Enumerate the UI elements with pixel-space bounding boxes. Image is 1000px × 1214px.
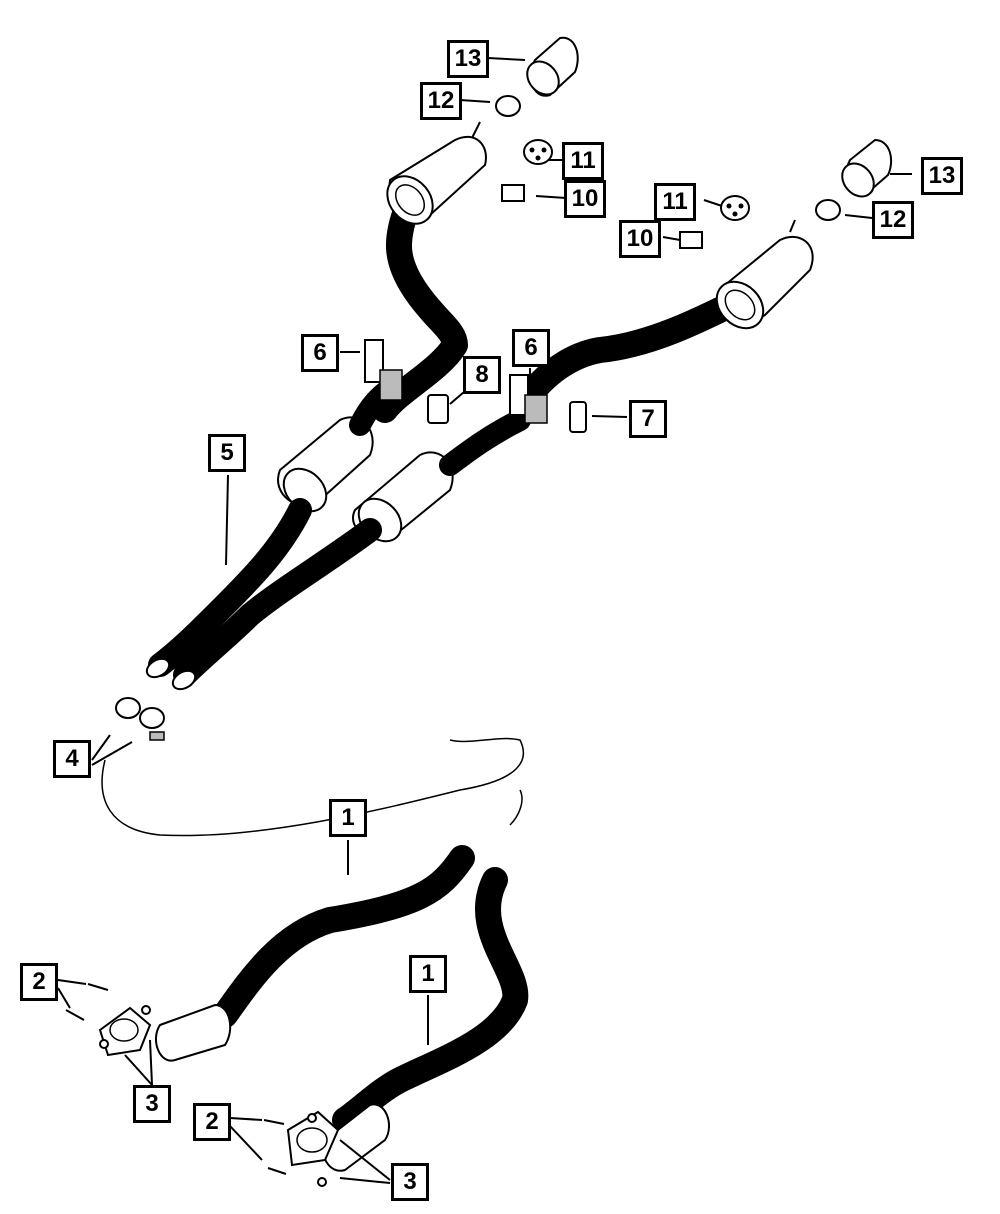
callout-11: 11 [654,183,696,221]
clamps [115,697,165,741]
hanger-brackets [364,339,587,433]
callout-3: 3 [133,1085,171,1123]
callout-11: 11 [562,142,604,180]
callout-12: 12 [872,201,914,239]
callout-2: 2 [193,1103,231,1141]
callout-3: 3 [391,1163,429,1201]
callout-5: 5 [208,434,246,472]
isolators-and-brackets [501,139,750,249]
rear-right-muffler [517,219,814,408]
flanges-and-studs [65,983,340,1187]
callout-6: 6 [512,329,550,367]
callout-12: 12 [420,82,462,120]
callout-7: 7 [629,400,667,438]
connection-loop [101,737,525,837]
callout-10: 10 [619,220,661,258]
front-pipes [155,845,529,1172]
callout-8: 8 [463,356,501,394]
callout-1: 1 [409,955,447,993]
callout-13: 13 [447,40,489,78]
callout-4: 4 [53,740,91,778]
callout-2: 2 [20,963,58,1001]
rear-left-muffler [372,121,487,423]
intermediate-pipe-assembly [145,498,382,691]
exhaust-tips [495,36,893,221]
callout-13: 13 [921,157,963,195]
callout-6: 6 [301,334,339,372]
right-resonator [352,409,531,543]
leader-lines [57,57,912,1184]
callout-10: 10 [564,180,606,218]
callout-1: 1 [329,799,367,837]
